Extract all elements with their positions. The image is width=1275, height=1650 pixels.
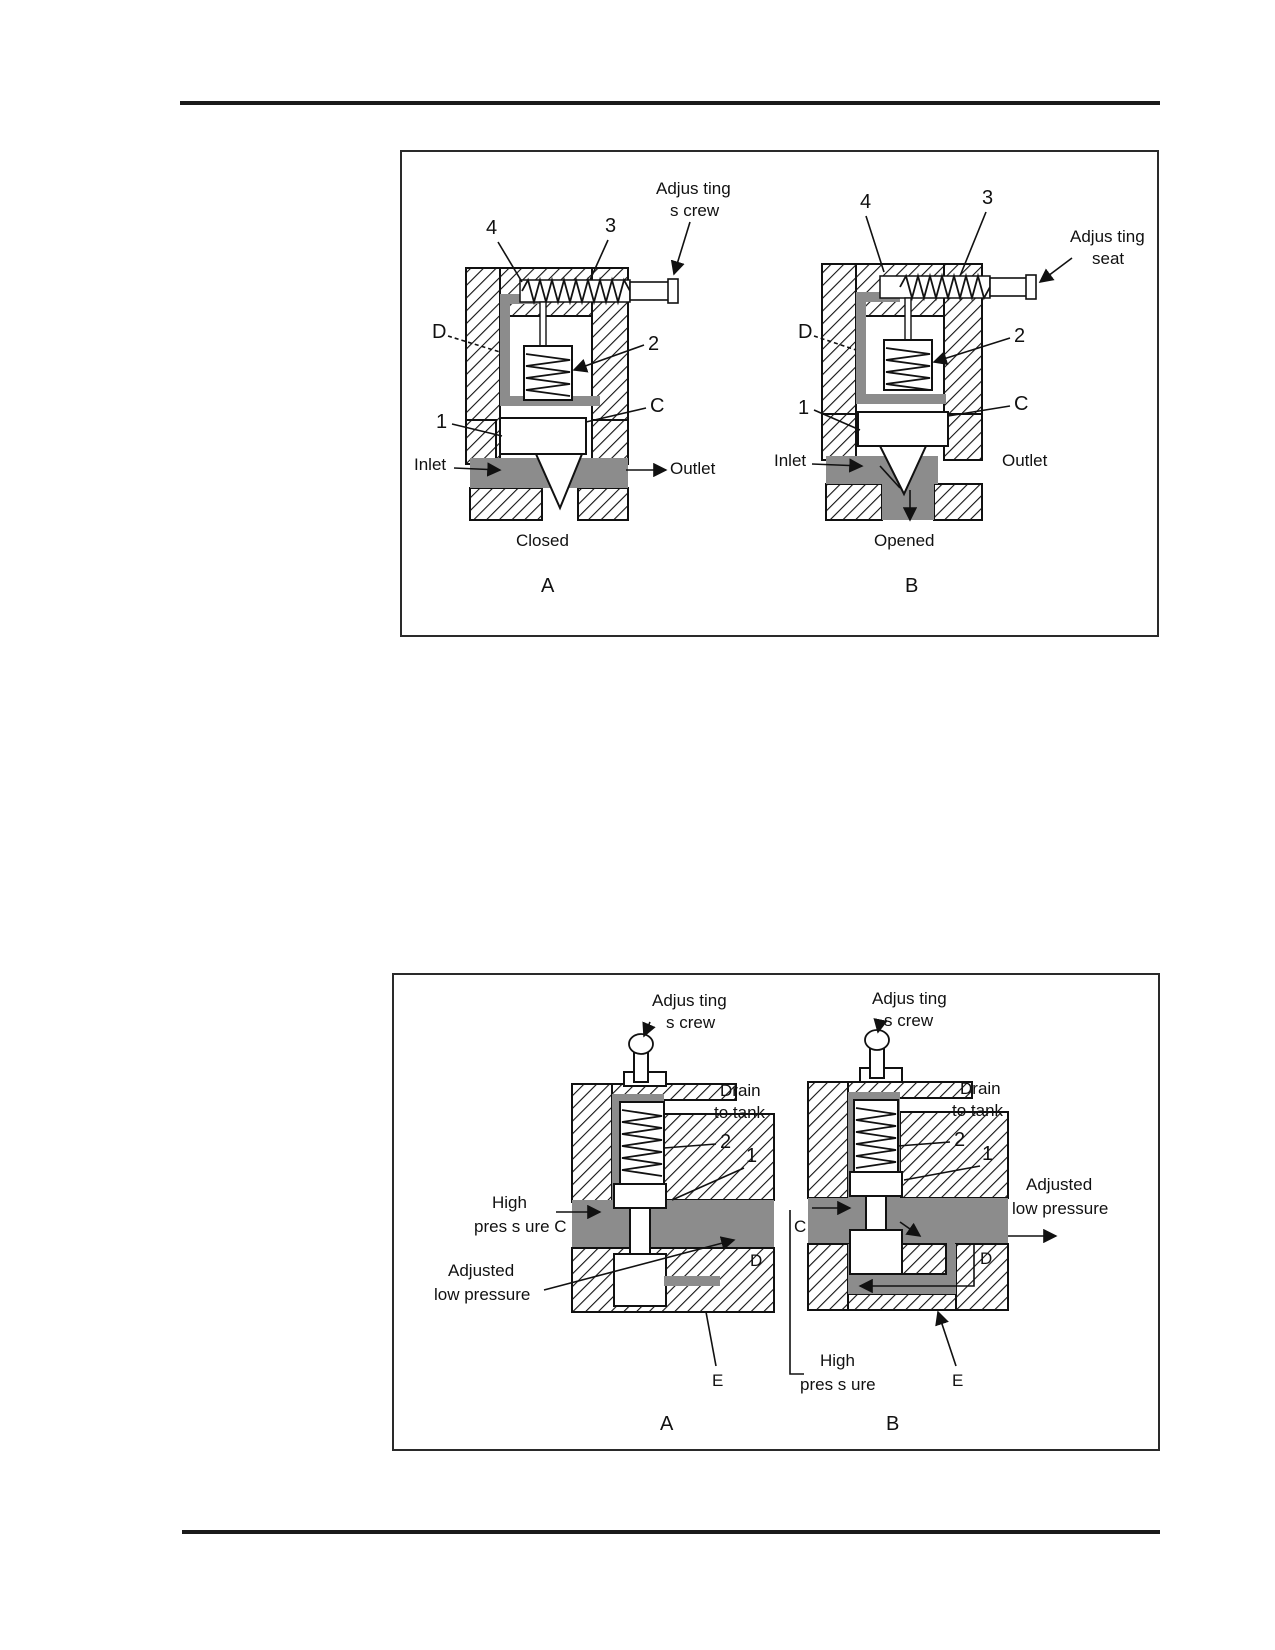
fig2b-label-high-2: pres s ure xyxy=(800,1375,876,1394)
fig2b-label-adjusted-2: low pressure xyxy=(1012,1199,1108,1218)
fig2a-label-adjusted-2: low pressure xyxy=(434,1285,530,1304)
figure-1-frame xyxy=(400,150,1159,637)
figure-2-frame xyxy=(392,973,1160,1451)
fig2b-label-high-1: High xyxy=(820,1351,855,1370)
fig1-label-adjusting-seat-2: seat xyxy=(1092,249,1124,268)
fig2b-label-screw-1: Adjus ting xyxy=(872,989,947,1008)
fig2a-label-D: D xyxy=(750,1251,762,1270)
fig1-valve-a xyxy=(465,267,679,521)
fig1b-label-1: 1 xyxy=(798,397,809,419)
fig1a-label-D: D xyxy=(432,321,446,343)
fig2a-label-E: E xyxy=(712,1371,723,1390)
fig1b-label-C: C xyxy=(1014,393,1028,415)
fig2a-label-adjusted-1: Adjusted xyxy=(448,1261,514,1280)
fig1a-label-1: 1 xyxy=(436,411,447,433)
fig1b-panel-label: B xyxy=(905,575,918,597)
fig1a-label-outlet: Outlet xyxy=(670,459,716,478)
fig1a-label-2: 2 xyxy=(648,333,659,355)
fig1a-label-state: Closed xyxy=(516,531,569,550)
fig1b-label-2: 2 xyxy=(1014,325,1025,347)
fig2a-panel-label: A xyxy=(660,1413,674,1435)
fig2a-label-drain-1: Drain xyxy=(720,1081,761,1100)
fig1b-label-3: 3 xyxy=(982,187,993,209)
fig2b-label-adjusted-1: Adjusted xyxy=(1026,1175,1092,1194)
fig2b-label-E: E xyxy=(952,1371,963,1390)
fig2b-panel-label: B xyxy=(886,1413,899,1435)
fig1b-label-state: Opened xyxy=(874,531,935,550)
fig1a-panel-label: A xyxy=(541,575,555,597)
fig1-valve-b xyxy=(821,263,1037,521)
fig1a-label-3: 3 xyxy=(605,215,616,237)
fig2a-label-high-1: High xyxy=(492,1193,527,1212)
top-rule xyxy=(180,101,1160,105)
fig1b-label-inlet: Inlet xyxy=(774,451,806,470)
fig2b-label-2: 2 xyxy=(954,1129,965,1151)
fig2a-label-1: 1 xyxy=(746,1145,757,1167)
fig2b-label-D: D xyxy=(980,1249,992,1268)
fig2b-label-screw-2: s crew xyxy=(884,1011,934,1030)
fig1a-label-C: C xyxy=(650,395,664,417)
fig1b-label-outlet: Outlet xyxy=(1002,451,1048,470)
fig1b-label-4: 4 xyxy=(860,191,871,213)
fig1-label-adjusting-seat-1: Adjus ting xyxy=(1070,227,1145,246)
fig2a-label-high-2: pres s ure C xyxy=(474,1217,567,1236)
fig2a-label-screw-2: s crew xyxy=(666,1013,716,1032)
fig2a-label-drain-2: to tank xyxy=(714,1103,766,1122)
fig2-b-labels: Adjus ting s crew Drain to tank 2 1 Adju… xyxy=(789,989,1108,1435)
bottom-rule xyxy=(182,1530,1160,1534)
fig2a-label-screw-1: Adjus ting xyxy=(652,991,727,1010)
fig2b-label-C: C xyxy=(794,1217,806,1236)
fig2b-label-1: 1 xyxy=(982,1143,993,1165)
fig2b-label-drain-1: Drain xyxy=(960,1079,1001,1098)
fig1b-label-D: D xyxy=(798,321,812,343)
fig2a-label-2: 2 xyxy=(720,1131,731,1153)
fig1-a-labels: Adjus ting s crew 4 3 D 2 C 1 Inlet Outl… xyxy=(414,179,731,597)
fig2b-label-drain-2: to tank xyxy=(952,1101,1004,1120)
fig1a-label-4: 4 xyxy=(486,217,497,239)
fig1-b-labels: 4 3 Adjus ting seat D 2 C 1 Inlet Outlet… xyxy=(774,187,1145,597)
fig1-label-adjusting-screw-2: s crew xyxy=(670,201,720,220)
fig1a-label-inlet: Inlet xyxy=(414,455,446,474)
fig2-valve-a xyxy=(571,1033,775,1313)
fig1-label-adjusting-screw-1: Adjus ting xyxy=(656,179,731,198)
fig2-a-labels: Adjus ting s crew Drain to tank 2 1 High… xyxy=(434,991,766,1435)
fig2-valve-b xyxy=(807,1029,1009,1311)
